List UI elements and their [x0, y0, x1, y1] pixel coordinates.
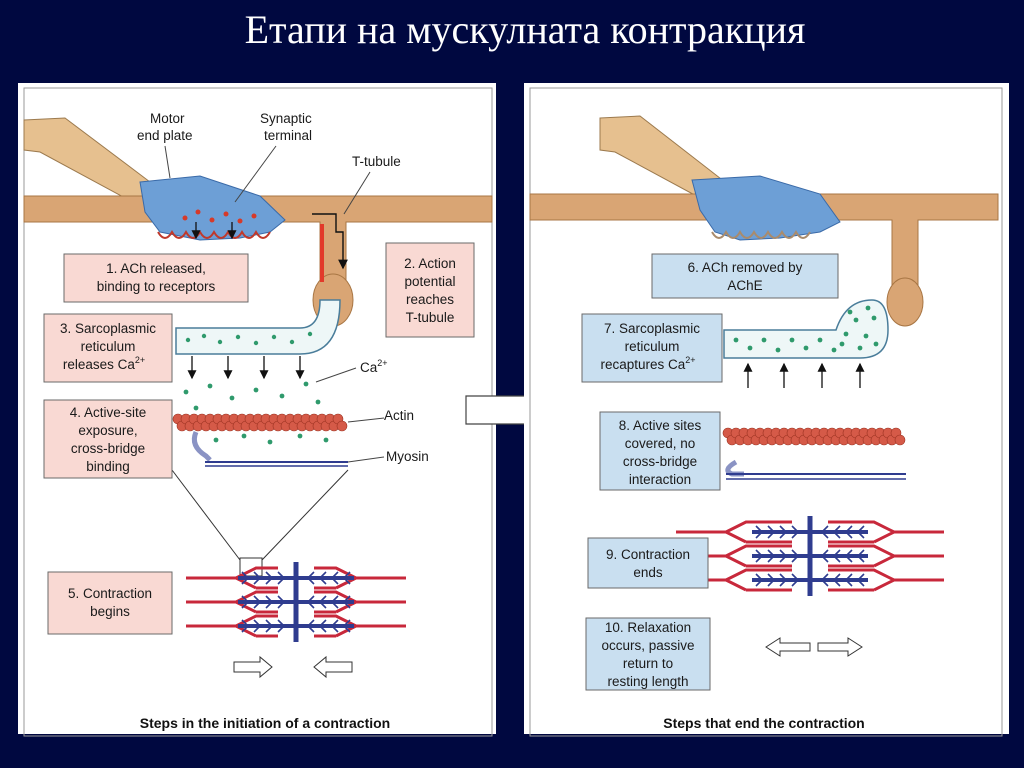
myosin-leader-line [347, 456, 385, 463]
relax-arrow-left [765, 637, 811, 657]
myosin-label: Myosin [386, 449, 429, 464]
right-sarcomere-thin-filament [828, 520, 895, 544]
left-sarcomere-cross-bridge [253, 619, 339, 633]
right-panel-frame [529, 87, 1003, 737]
t-tubule-leader [343, 171, 371, 215]
left-panel-caption: Steps in the initiation of a contraction [140, 715, 390, 731]
right-sarcomere-cross-bridge [791, 549, 829, 563]
actin-bead [336, 420, 348, 432]
synaptic-terminal-leader [234, 145, 277, 203]
sr-calcium-dots [185, 331, 313, 346]
right-sarcomere-thin-filament [725, 568, 792, 592]
right-sarcomere-cross-bridge [791, 573, 829, 587]
zoom-line-left [171, 469, 241, 561]
synaptic-terminal-label: Synaptic terminal [260, 111, 316, 143]
ach-release-arrows [191, 222, 237, 240]
left-sarcomere-cross-bridge [253, 571, 339, 585]
left-sarcomere-cross-bridge [253, 595, 339, 609]
sarcomere-contracting [186, 562, 406, 642]
left-sarcomere-cross-bridge [241, 595, 351, 609]
left-sarcomere-cross-bridge [277, 595, 315, 609]
contract-arrow-right [233, 655, 273, 679]
left-sarcomere-cross-bridge [277, 571, 315, 585]
actin-filament-right [722, 427, 906, 446]
actin-label: Actin [384, 408, 414, 423]
right-sarcomere-cross-bridge [779, 549, 841, 563]
right-sarcomere-thin-filament [725, 520, 792, 544]
sr-calcium-dots-right [733, 305, 879, 353]
motor-end-plate-label: Motor end plate [137, 111, 193, 143]
myosin-head [191, 431, 212, 462]
synaptic-terminal-right [691, 175, 841, 241]
left-sarcomere-cross-bridge [241, 619, 351, 633]
calcium-leader-line [315, 367, 357, 383]
motor-end-plate-leader [164, 145, 171, 179]
actin-filament [172, 413, 348, 432]
right-sarcomere-thin-filament [828, 544, 895, 568]
right-sarcomere-thin-filament [725, 544, 792, 568]
cytoplasm-calcium-dots [183, 381, 329, 445]
left-sarcomere-cross-bridge [241, 571, 351, 585]
right-sarcomere-cross-bridge [755, 525, 865, 539]
left-panel: Motor end plate Synaptic terminal T-tubu… [18, 83, 496, 737]
calcium-label: Ca2+ [360, 358, 388, 375]
right-sarcomere-cross-bridge [779, 573, 841, 587]
calcium-release-arrows [187, 356, 305, 380]
actin-bead [894, 434, 906, 446]
zoom-line-right [261, 469, 349, 561]
left-sarcomere-cross-bridge [277, 619, 315, 633]
right-sarcomere-cross-bridge [791, 525, 829, 539]
contract-arrow-left [313, 655, 353, 679]
ach-receptors [157, 230, 271, 239]
left-sarcomere-cross-bridge [265, 571, 327, 585]
sarcoplasmic-reticulum-right [723, 299, 889, 359]
right-panel-caption: Steps that end the contraction [663, 715, 864, 731]
receptors-right [711, 230, 811, 239]
right-sarcomere-cross-bridge [755, 549, 865, 563]
actin-leader-line [347, 417, 385, 423]
ach-vesicles [182, 209, 257, 224]
right-sarcomere-cross-bridge [767, 549, 853, 563]
right-sarcomere-cross-bridge [767, 573, 853, 587]
right-sarcomere-thin-filament [828, 568, 895, 592]
svg-text:1. ACh released,binding to rec: 1. ACh released,binding to receptors [97, 261, 216, 294]
relax-arrow-right [817, 637, 863, 657]
step-box-1: 1. ACh released,binding to receptors [63, 253, 249, 303]
calcium-recapture-arrows [743, 362, 865, 388]
left-sarcomere-cross-bridge [265, 619, 327, 633]
right-sarcomere-cross-bridge [767, 525, 853, 539]
right-sarcomere-cross-bridge [755, 573, 865, 587]
left-sarcomere-cross-bridge [265, 595, 327, 609]
slide-title: Етапи на мускулната контракция [244, 7, 806, 52]
sarcoplasmic-reticulum [175, 299, 341, 355]
t-tubule-bulb-right [886, 277, 924, 327]
t-tubule-label: T-tubule [352, 154, 401, 169]
t-tubule-arrow [312, 213, 348, 270]
right-sarcomere-cross-bridge [779, 525, 841, 539]
